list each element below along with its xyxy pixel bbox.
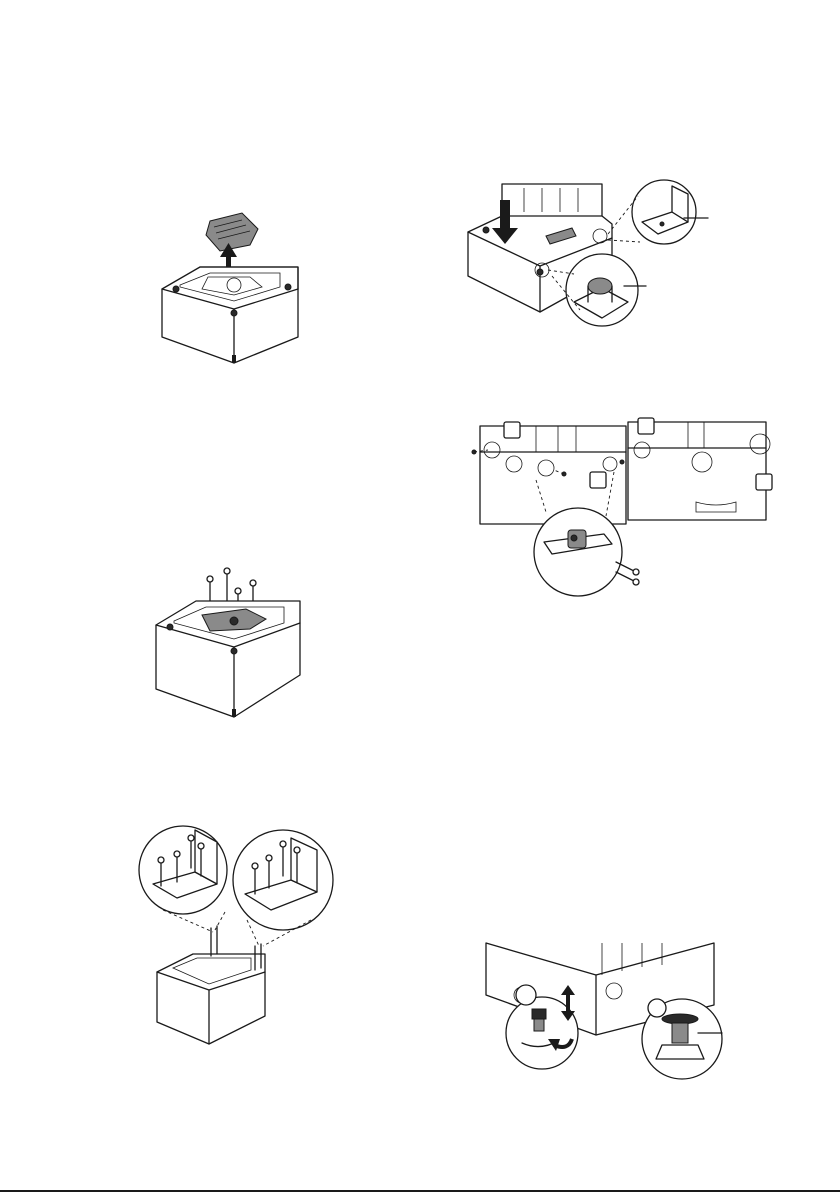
fix-brackets-illustration [466,412,791,602]
cover-part [206,213,258,251]
washer-onto-pedestal-illustration [462,178,712,333]
pedestal-remove-cover-illustration [150,205,310,370]
detail-magnifier-bracket [632,180,708,244]
detail-magnifier-left [139,826,227,914]
pedestal-screw-cover-illustration [150,565,315,725]
figure-bracket-screws [135,820,340,1050]
figure-screw-cover [150,565,315,725]
figure-level-feet [482,935,732,1080]
detail-magnifier-right [233,830,333,930]
detail-magnifier-foot-base [642,999,722,1079]
adjust-leveling-feet-illustration [482,935,732,1080]
figure-fix-brackets [466,412,791,602]
bracket-screws-illustration [135,820,340,1050]
figure-place-washer [462,178,712,333]
figure-remove-cover [150,205,310,370]
detail-magnifier-foot [566,254,646,326]
